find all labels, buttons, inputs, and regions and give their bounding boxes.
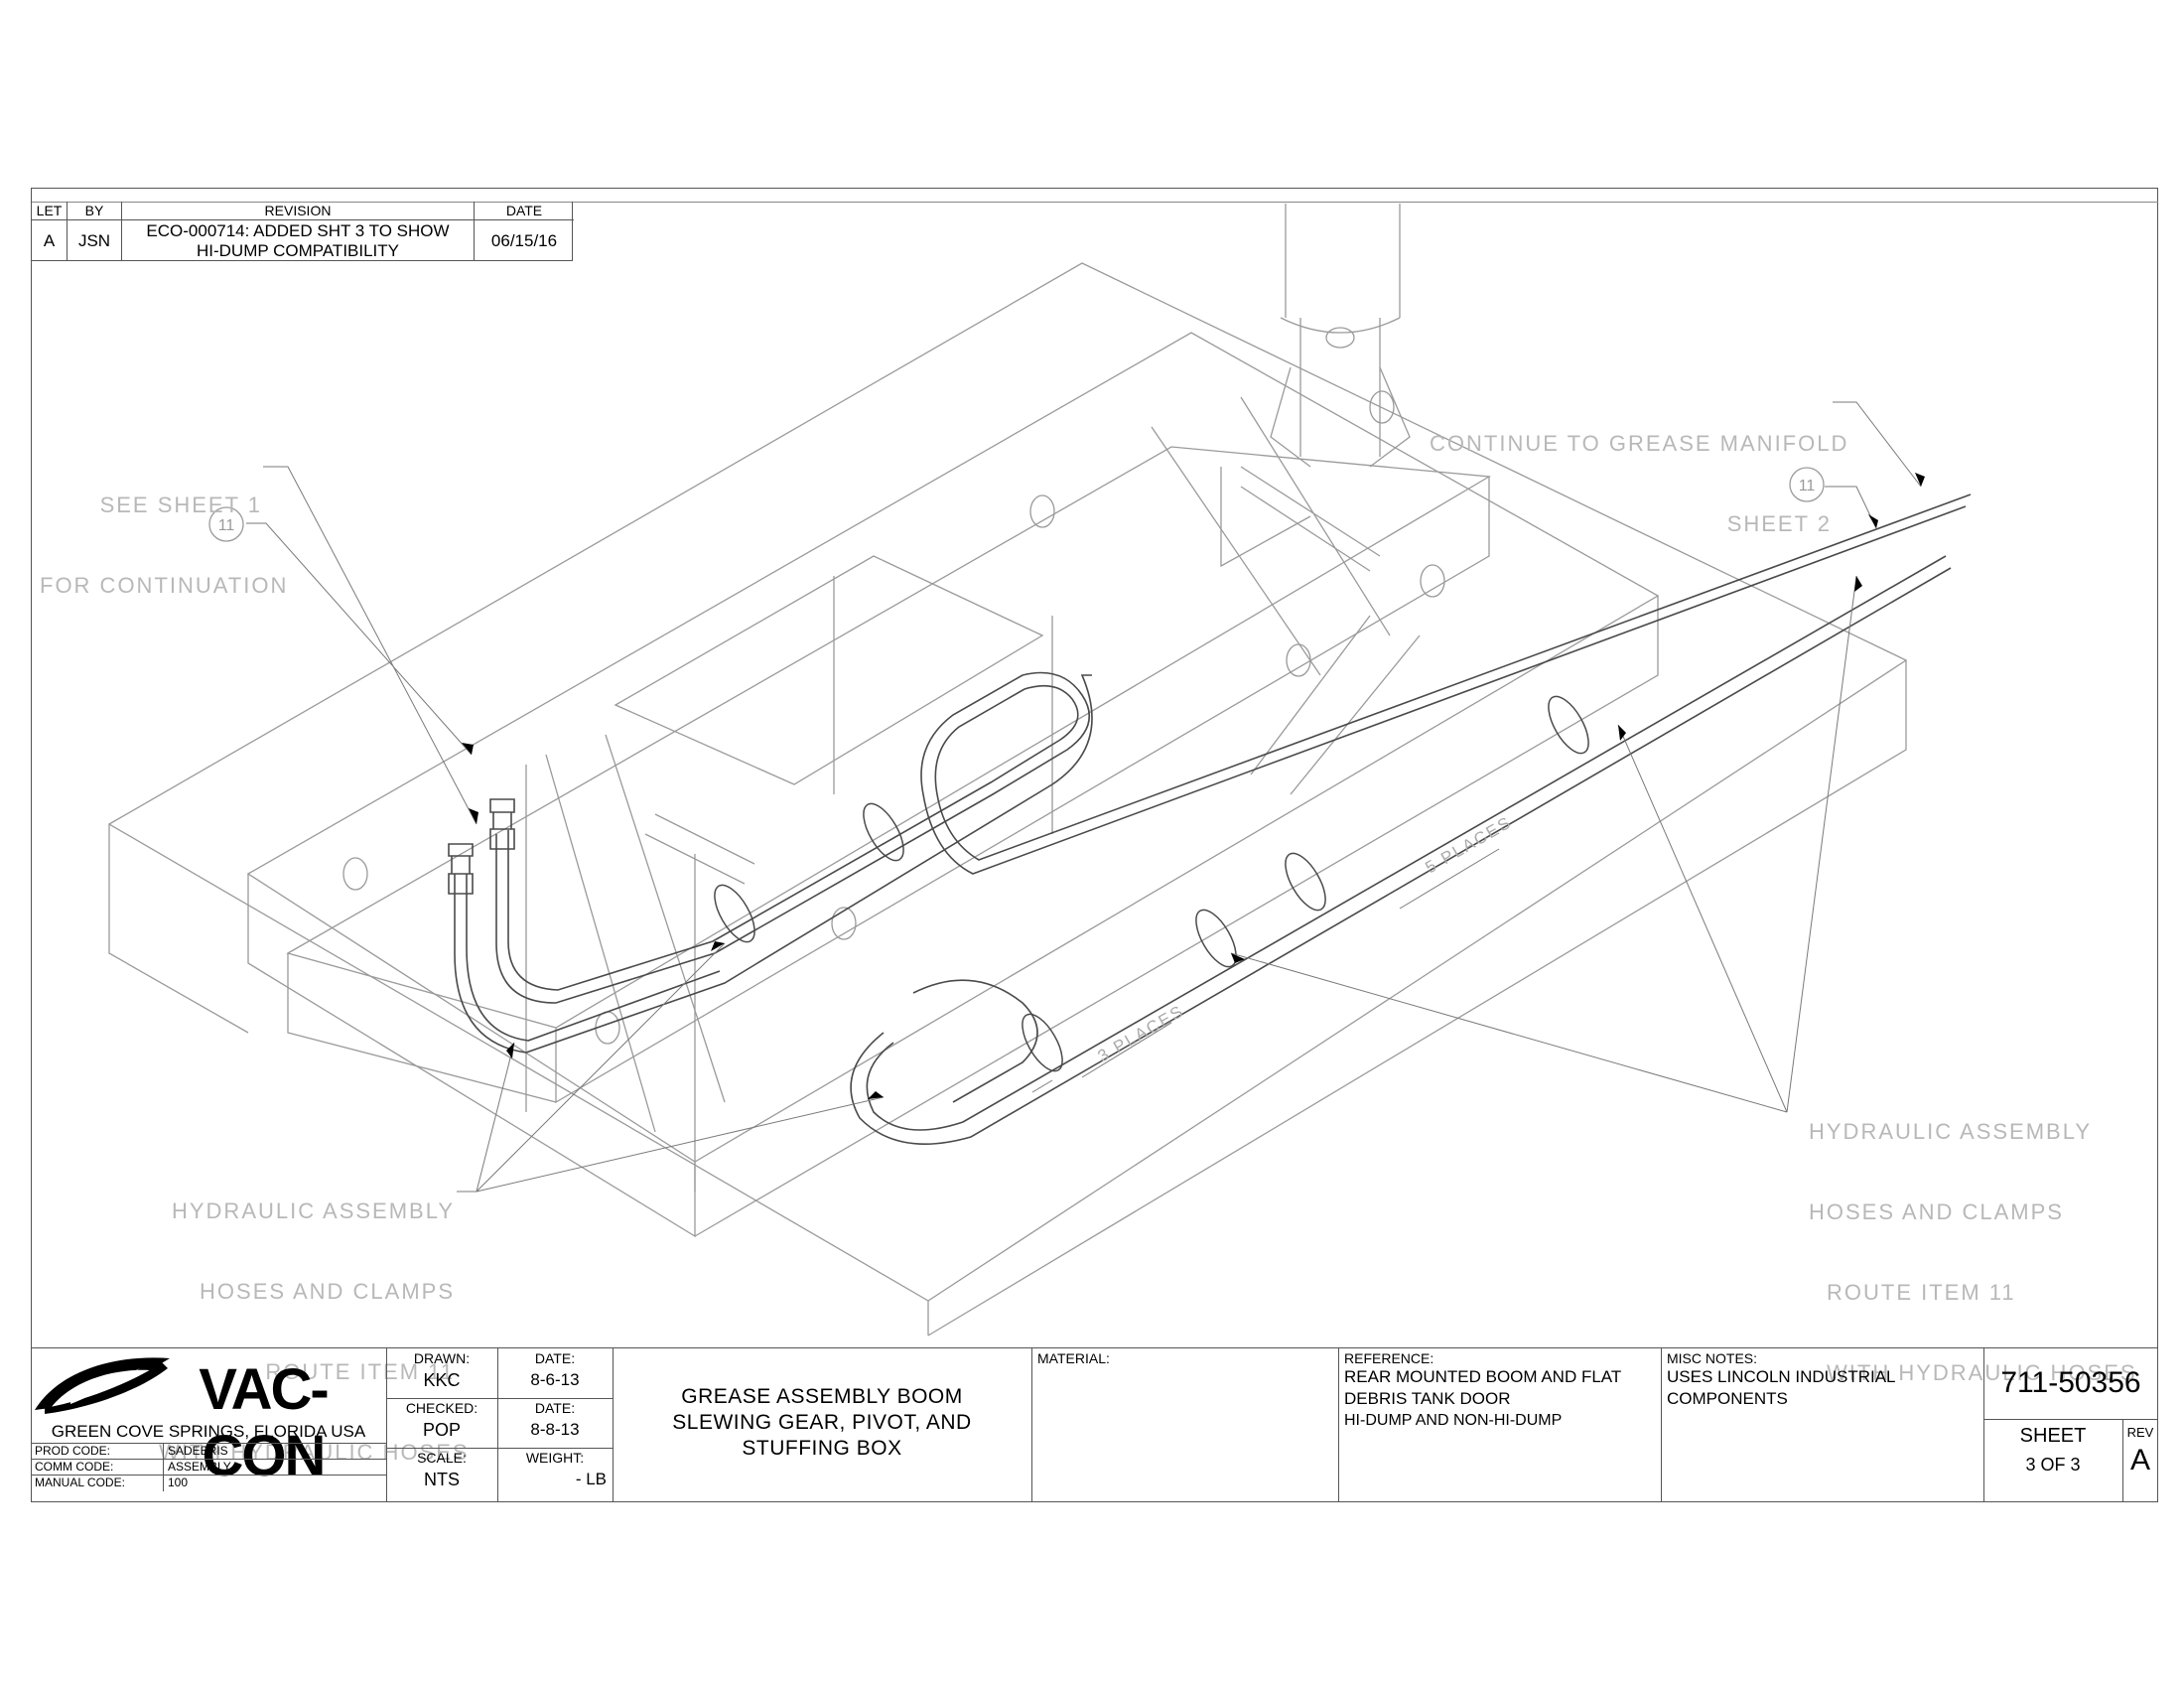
location-text: GREEN COVE SPRINGS, FLORIDA USA [51,1422,366,1441]
manual-code-label: MANUAL CODE: [35,1476,125,1489]
item-balloon-right: 11 [1799,478,1816,494]
drawn-value: KKC [423,1370,461,1390]
drawing-number: 711-50356 [2000,1366,2141,1399]
clamp-group [714,695,1589,1072]
rev-label: REV [2126,1425,2154,1440]
see-sheet-line1: SEE SHEET 1 [99,492,262,517]
three-places-label: 3 PLACES [1095,1001,1188,1065]
company-logo: VAC-CON GREEN COVE SPRINGS, FLORIDA USA [31,1348,386,1488]
item-balloon-right-circle [1789,467,1825,502]
rev-header-by: BY [68,202,122,220]
arrowheads [462,473,1925,1099]
drawn-label: DRAWN: [413,1350,471,1366]
left-note-line1: HYDRAULIC ASSEMBLY [171,1198,455,1223]
misc-line1: USES LINCOLN INDUSTRIAL [1667,1367,1896,1386]
sheet-value: 3 OF 3 [2025,1455,2081,1475]
right-note-line2: HOSES AND CLAMPS [1809,1199,2064,1224]
left-note-line2: HOSES AND CLAMPS [200,1279,455,1304]
rev-let: A [32,220,68,261]
rev-description-line2: HI-DUMP COMPATIBILITY [196,240,400,260]
title-block: VAC-CON GREEN COVE SPRINGS, FLORIDA USA … [31,1347,2158,1502]
logo-text: VAC-CON [199,1357,329,1488]
title-line2: SLEWING GEAR, PIVOT, AND [672,1411,972,1434]
rev-by: JSN [68,220,122,261]
rev-header-revision: REVISION [122,202,475,220]
item-balloon-left: 11 [218,517,235,534]
rev-header-let: LET [32,202,68,220]
codes-table: PROD CODE: SADEBRIS COMM CODE: ASSEMBLY … [31,1443,386,1503]
border-inner-line [31,202,2158,203]
comm-code-label: COMM CODE: [35,1460,114,1474]
drawing-border [31,188,2158,1502]
material-label: MATERIAL: [1037,1350,1110,1366]
reference-text: REAR MOUNTED BOOM AND FLAT DEBRIS TANK D… [1344,1366,1621,1432]
left-hydraulic-note: HYDRAULIC ASSEMBLY HOSES AND CLAMPS ROUT… [159,1144,470,1492]
right-note-line3: ROUTE ITEM 11 [1827,1280,2016,1305]
continue-line1: CONTINUE TO GREASE MANIFOLD [1430,431,1849,456]
misc-notes-text: USES LINCOLN INDUSTRIAL COMPONENTS [1667,1366,1896,1410]
misc-line2: COMPONENTS [1667,1389,1788,1408]
date1-label: DATE: [534,1350,576,1366]
scale-value: NTS [424,1470,460,1489]
vaccon-logo-icon [35,1357,170,1414]
weight-value: - LB [575,1470,607,1488]
title-line1: GREASE ASSEMBLY BOOM [681,1385,963,1408]
prod-code-value: SADEBRIS [168,1444,228,1458]
item-balloon-left-circle [208,506,244,542]
reference-label: REFERENCE: [1344,1350,1434,1366]
rev-header-date: DATE [475,202,574,220]
right-note-line4: WITH HYDRAULIC HOSES [1827,1360,2137,1385]
date2-value: 8-8-13 [530,1420,580,1439]
date1-value: 8-6-13 [530,1370,580,1389]
scale-label: SCALE: [417,1450,467,1466]
left-note-line3: ROUTE ITEM 11 [265,1359,455,1384]
rev-description-line1: ECO-000714: ADDED SHT 3 TO SHOW [146,220,450,240]
misc-notes-label: MISC NOTES: [1667,1350,1758,1366]
date2-label: DATE: [534,1400,576,1416]
left-note-line4: WITH HYDRAULIC HOSES [159,1440,470,1465]
prod-code-label: PROD CODE: [35,1444,111,1458]
manual-code-value: 100 [168,1476,189,1489]
leader-lines [246,401,1922,1193]
reference-line2: DEBRIS TANK DOOR [1344,1389,1511,1408]
weight-label: WEIGHT: [525,1450,585,1466]
continue-note: CONTINUE TO GREASE MANIFOLD SHEET 2 [1430,376,1849,564]
see-sheet-line2: FOR CONTINUATION [40,573,289,598]
continue-line2: SHEET 2 [1726,511,1832,536]
revision-table: LET BY REVISION DATE A JSN ECO-000714: A… [31,202,574,261]
rev-description: ECO-000714: ADDED SHT 3 TO SHOW HI-DUMP … [122,220,475,261]
right-note-line1: HYDRAULIC ASSEMBLY [1809,1119,2093,1144]
see-sheet-note: SEE SHEET 1 FOR CONTINUATION [40,438,289,626]
comm-code-value: ASSEMBLY [168,1460,231,1474]
title-line3: STUFFING BOX [742,1437,902,1460]
checked-label: CHECKED: [405,1400,478,1416]
drawing-title: GREASE ASSEMBLY BOOM SLEWING GEAR, PIVOT… [613,1384,1031,1462]
hose-group [448,493,1972,1146]
right-hydraulic-note: HYDRAULIC ASSEMBLY HOSES AND CLAMPS ROUT… [1809,1064,2136,1413]
reference-line1: REAR MOUNTED BOOM AND FLAT [1344,1367,1622,1386]
sheet-label: SHEET [2019,1425,2087,1447]
rev-date: 06/15/16 [490,230,558,250]
reference-line3: HI-DUMP AND NON-HI-DUMP [1344,1412,1563,1429]
rev-value: A [2129,1444,2150,1477]
checked-value: POP [422,1420,461,1440]
